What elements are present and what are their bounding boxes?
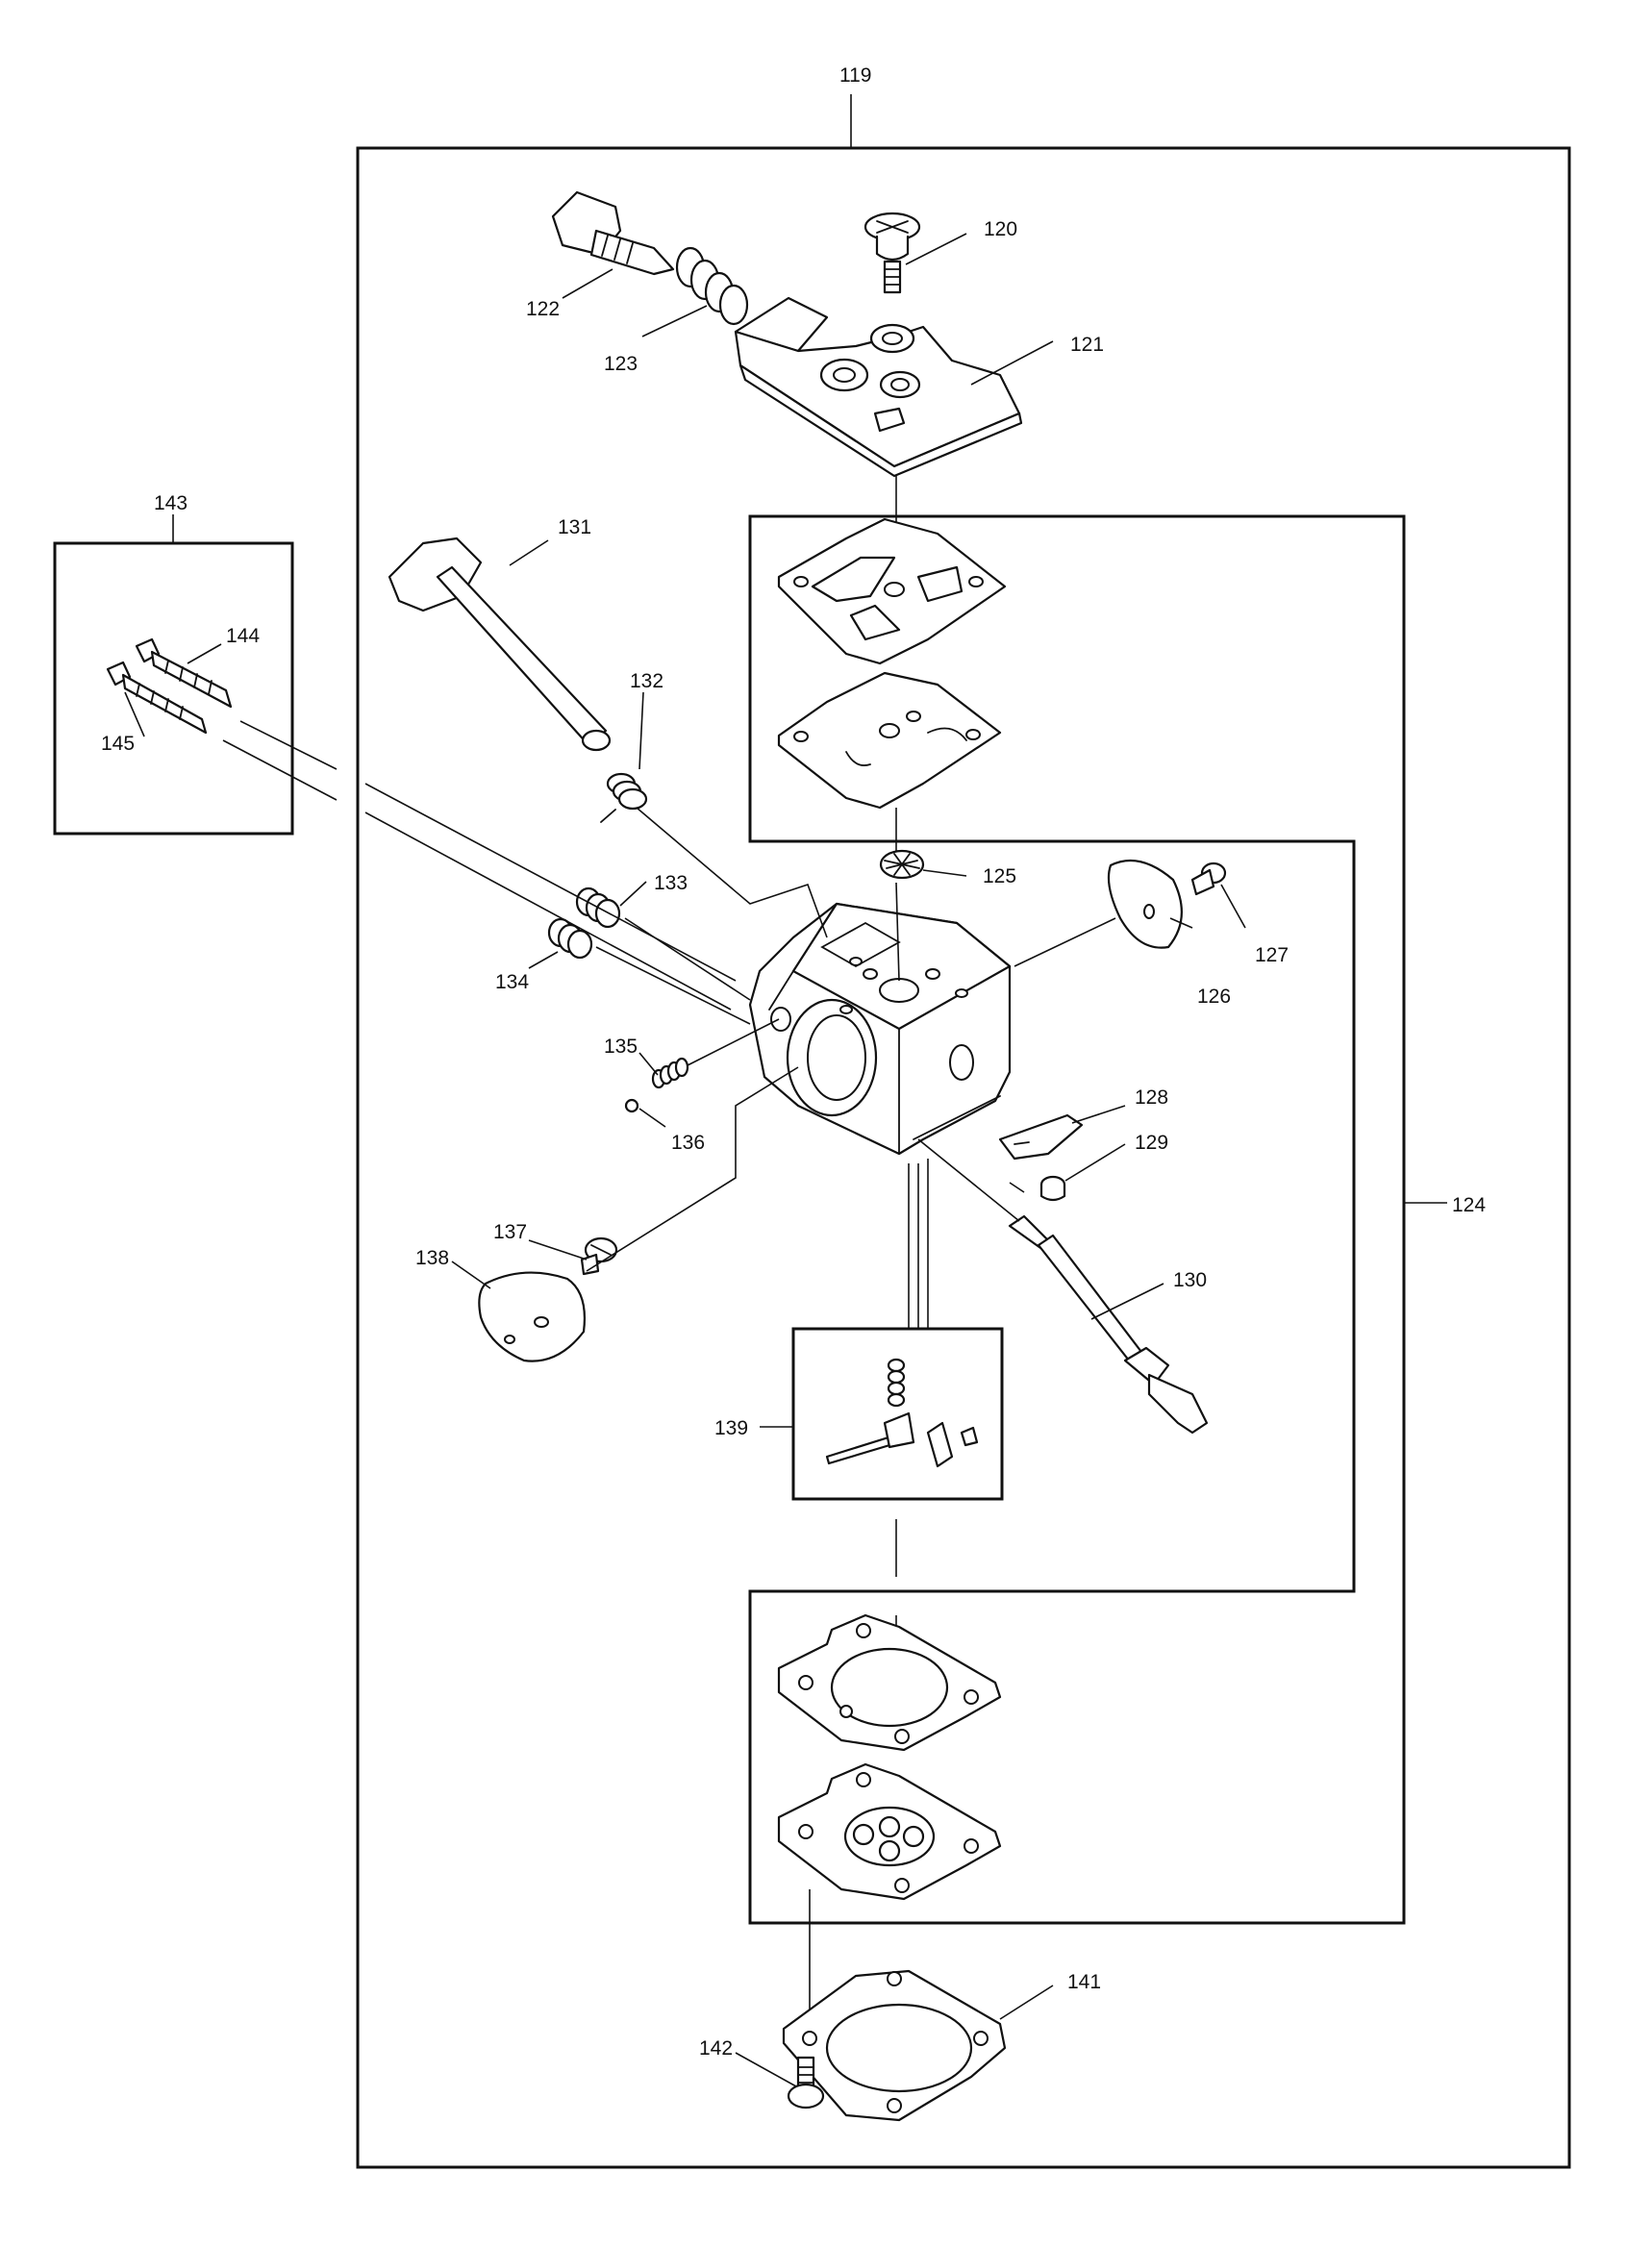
label-141: 141 bbox=[1067, 1971, 1101, 1993]
label-128: 128 bbox=[1135, 1086, 1168, 1109]
assembly-guide-lines bbox=[222, 720, 1116, 1329]
frame-139-needle-set bbox=[791, 1327, 1004, 1501]
label-139: 139 bbox=[714, 1417, 748, 1439]
label-130: 130 bbox=[1173, 1269, 1207, 1291]
label-145: 145 bbox=[101, 733, 135, 755]
check-ball-136 bbox=[624, 1098, 639, 1113]
carburetor-body bbox=[748, 902, 1012, 1156]
part-labels: 119 120 121 122 123 124 125 126 127 128 … bbox=[101, 64, 1486, 2060]
label-126: 126 bbox=[1197, 986, 1231, 1008]
filter-screen-125 bbox=[879, 849, 925, 880]
frame-119-carburetor-assembly bbox=[356, 146, 1571, 2169]
adjust-screw-122 bbox=[551, 190, 675, 276]
label-143: 143 bbox=[154, 492, 188, 514]
label-120: 120 bbox=[984, 218, 1017, 240]
screw-127 bbox=[1190, 861, 1227, 896]
gasket-lower-a bbox=[777, 1613, 1002, 1752]
label-132: 132 bbox=[630, 670, 663, 692]
label-138: 138 bbox=[415, 1247, 449, 1269]
screw-145 bbox=[106, 661, 208, 735]
label-129: 129 bbox=[1135, 1132, 1168, 1154]
lever-128 bbox=[998, 1113, 1084, 1161]
label-136: 136 bbox=[671, 1132, 705, 1154]
screw-142 bbox=[787, 2056, 825, 2110]
gasket-upper-b bbox=[777, 671, 1002, 810]
gasket-upper-a bbox=[777, 517, 1007, 665]
screw-120 bbox=[864, 212, 921, 294]
screw-144 bbox=[135, 637, 233, 709]
label-131: 131 bbox=[558, 516, 591, 538]
label-135: 135 bbox=[604, 1036, 638, 1058]
spring-134 bbox=[547, 917, 593, 960]
label-122: 122 bbox=[526, 298, 560, 320]
choke-shaft-131 bbox=[388, 537, 612, 752]
frame-124-gasket-kit bbox=[748, 514, 1406, 1925]
throttle-shaft-130 bbox=[1008, 1214, 1209, 1435]
gasket-lower-b bbox=[777, 1762, 1002, 1901]
label-134: 134 bbox=[495, 971, 529, 993]
screw-129 bbox=[1039, 1175, 1066, 1202]
pump-cover-121 bbox=[734, 296, 1023, 478]
label-142: 142 bbox=[699, 2037, 733, 2060]
spring-123 bbox=[675, 246, 749, 326]
inlet-needle-set-139 bbox=[825, 1358, 979, 1468]
label-125: 125 bbox=[983, 865, 1016, 887]
choke-plate-138 bbox=[478, 1271, 586, 1362]
frame-143-screw-set bbox=[53, 541, 294, 836]
label-137: 137 bbox=[493, 1221, 527, 1243]
label-144: 144 bbox=[226, 625, 260, 647]
label-127: 127 bbox=[1255, 944, 1289, 966]
label-124: 124 bbox=[1452, 1194, 1486, 1216]
spring-132 bbox=[600, 772, 648, 823]
pump-cover-141 bbox=[782, 1969, 1007, 2122]
label-119: 119 bbox=[839, 64, 871, 87]
label-121: 121 bbox=[1070, 334, 1104, 356]
label-133: 133 bbox=[654, 872, 688, 894]
label-123: 123 bbox=[604, 353, 638, 375]
throttle-plate-126 bbox=[1107, 859, 1183, 949]
spring-135 bbox=[651, 1057, 689, 1089]
callout-leaders bbox=[124, 94, 1447, 2087]
